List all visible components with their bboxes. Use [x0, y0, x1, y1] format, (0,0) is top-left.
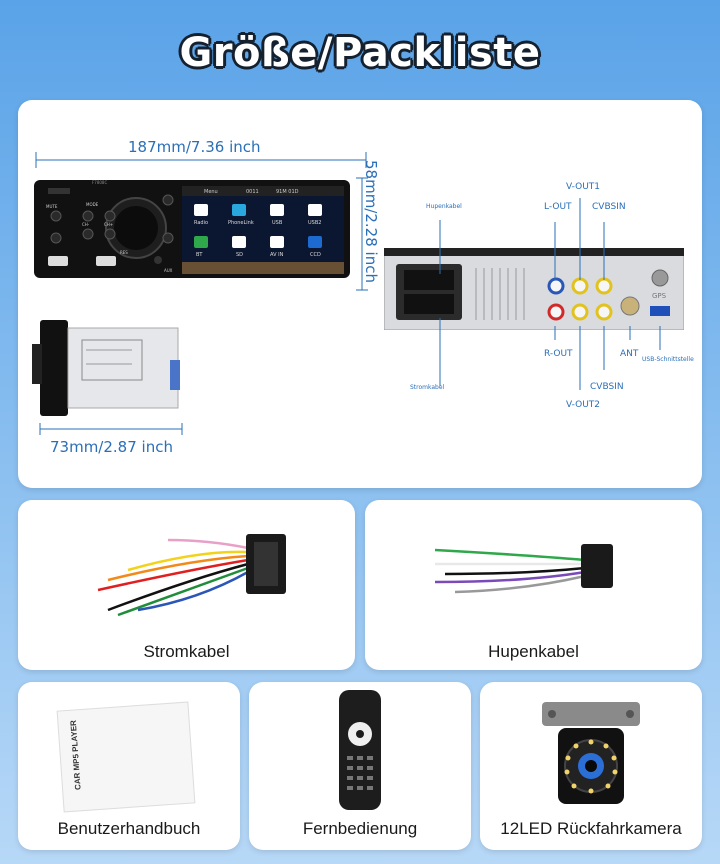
- r-out-jack: [547, 303, 565, 321]
- stromkabel-image: [97, 534, 286, 617]
- label-v-out1: V-OUT1: [566, 182, 601, 192]
- height-dimension-line: [356, 177, 368, 291]
- btn-aux-label: AUX: [164, 268, 173, 273]
- item-card-stromkabel: Stromkabel: [18, 500, 355, 670]
- btn-res-label: RES: [120, 250, 128, 255]
- app-label-sd: SD: [236, 252, 243, 258]
- screen-menu: Menu: [204, 189, 218, 195]
- app-label-phonelink: PhoneLink: [228, 220, 254, 226]
- gps-jack: [651, 269, 669, 287]
- depth-dimension-line: [39, 423, 183, 435]
- radio-front: Menu 0011 91M 01D F7808C Radio PhoneLink…: [34, 180, 350, 278]
- item-card-fernbedienung: Fernbedienung: [249, 682, 471, 850]
- btn-mode-label: MODE: [86, 202, 99, 207]
- label-v-out2: V-OUT2: [566, 400, 601, 410]
- app-label-usb2: USB2: [308, 220, 321, 226]
- label-r-out: R-OUT: [544, 349, 573, 359]
- radio-app-icon: [194, 204, 208, 216]
- app-label-radio: Radio: [194, 220, 208, 226]
- item-label-benutzerhandbuch: Benutzerhandbuch: [57, 819, 201, 838]
- label-ant: ANT: [620, 349, 639, 359]
- label-usb: USB-Schnittstelle: [642, 356, 694, 363]
- app-label-bt: BT: [196, 252, 203, 258]
- item-label-hupenkabel: Hupenkabel: [488, 642, 579, 661]
- btn-mute-label: MUTE: [46, 204, 58, 209]
- remote-control-image: [339, 690, 381, 810]
- gps-label: GPS: [652, 292, 667, 300]
- page-title: Größe/Packliste: [179, 30, 541, 76]
- item-label-rueckfahrkamera: 12LED Rückfahrkamera: [500, 819, 682, 838]
- hupenkabel-image: [434, 544, 613, 594]
- manual-image: CAR MP5 PLAYER: [56, 701, 196, 813]
- usb-app-icon: [270, 204, 284, 216]
- screen-time: 0011: [246, 189, 259, 195]
- rear-panel: GPS: [383, 247, 685, 331]
- btn-chminus-label: CH-: [82, 222, 90, 227]
- cvbsin-bottom-jack: [595, 303, 613, 321]
- sd-app-icon: [232, 236, 246, 248]
- ccd-app-icon: [308, 236, 322, 248]
- app-label-usb: USB: [272, 220, 283, 226]
- l-out-jack: [547, 277, 565, 295]
- label-stromkabel: Stromkabel: [410, 384, 445, 391]
- screen-date: 91M 01D: [276, 189, 299, 195]
- btn-chplus-label: CH+: [104, 222, 113, 227]
- bt-app-icon: [194, 236, 208, 248]
- phonelink-app-icon: [232, 204, 246, 216]
- depth-dimension: 73mm/2.87 inch: [50, 438, 173, 456]
- v-out2-jack: [571, 303, 589, 321]
- item-card-benutzerhandbuch: CAR MP5 PLAYER Benutzerhandbuch: [18, 682, 240, 850]
- label-l-out: L-OUT: [544, 202, 572, 212]
- ant-jack: [620, 296, 640, 316]
- item-label-stromkabel: Stromkabel: [143, 642, 230, 661]
- usb-port: [650, 306, 670, 316]
- width-dimension-line: [35, 152, 367, 168]
- item-card-hupenkabel: Hupenkabel: [365, 500, 702, 670]
- connector-leader-lines: [439, 198, 661, 390]
- item-card-rueckfahrkamera: 12LED Rückfahrkamera: [480, 682, 702, 850]
- width-dimension: 187mm/7.36 inch: [128, 138, 261, 156]
- radio-side-view: [32, 320, 182, 416]
- label-cvbsin-top: CVBSIN: [592, 202, 626, 212]
- avin-app-icon: [270, 236, 284, 248]
- radio-model: F7808C: [92, 180, 107, 185]
- label-cvbsin-bottom: CVBSIN: [590, 382, 624, 392]
- usb2-app-icon: [308, 204, 322, 216]
- label-hupenkabel: Hupenkabel: [426, 203, 462, 210]
- manual-cover-title: CAR MP5 PLAYER: [68, 719, 83, 791]
- dimensions-card: 187mm/7.36 inch 58mm/2.28 inch: [18, 100, 702, 488]
- app-label-avin: AV IN: [270, 252, 284, 258]
- item-label-fernbedienung: Fernbedienung: [302, 819, 418, 838]
- app-label-ccd: CCD: [310, 252, 321, 258]
- rear-camera-image: [542, 702, 640, 804]
